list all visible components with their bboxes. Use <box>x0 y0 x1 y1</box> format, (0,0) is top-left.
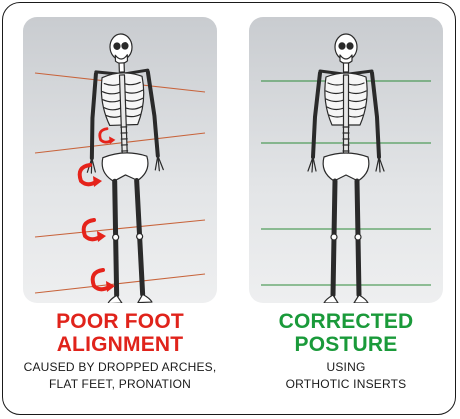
infographic-card: POOR FOOT ALIGNMENT CAUSED BY DROPPED AR… <box>2 2 456 415</box>
corrected-posture-panel <box>249 17 443 303</box>
poor-alignment-heading-line2: ALIGNMENT <box>56 333 184 356</box>
skeleton-icon <box>83 33 168 303</box>
poor-alignment-panel <box>23 17 217 303</box>
arrow-hip <box>77 163 104 189</box>
corrected-posture-subtext-line1: USING <box>326 360 366 374</box>
corrected-posture-illustration <box>261 17 431 303</box>
poor-alignment-heading-line1: POOR FOOT <box>56 310 184 333</box>
corrected-posture-heading-line1: CORRECTED <box>278 310 414 333</box>
poor-alignment-subtext-line1: CAUSED BY DROPPED ARCHES, <box>23 360 217 374</box>
skeleton-icon <box>308 34 384 303</box>
corrected-posture-heading-line2: POSTURE <box>294 333 398 356</box>
arrow-spine <box>98 127 117 146</box>
poor-alignment-subtext-line2: FLAT FEET, PRONATION <box>48 377 192 391</box>
poor-alignment-illustration <box>34 17 206 303</box>
corrected-posture-subtext-line2: ORTHOTIC INSERTS <box>285 377 407 391</box>
arrow-ankle <box>90 268 117 294</box>
